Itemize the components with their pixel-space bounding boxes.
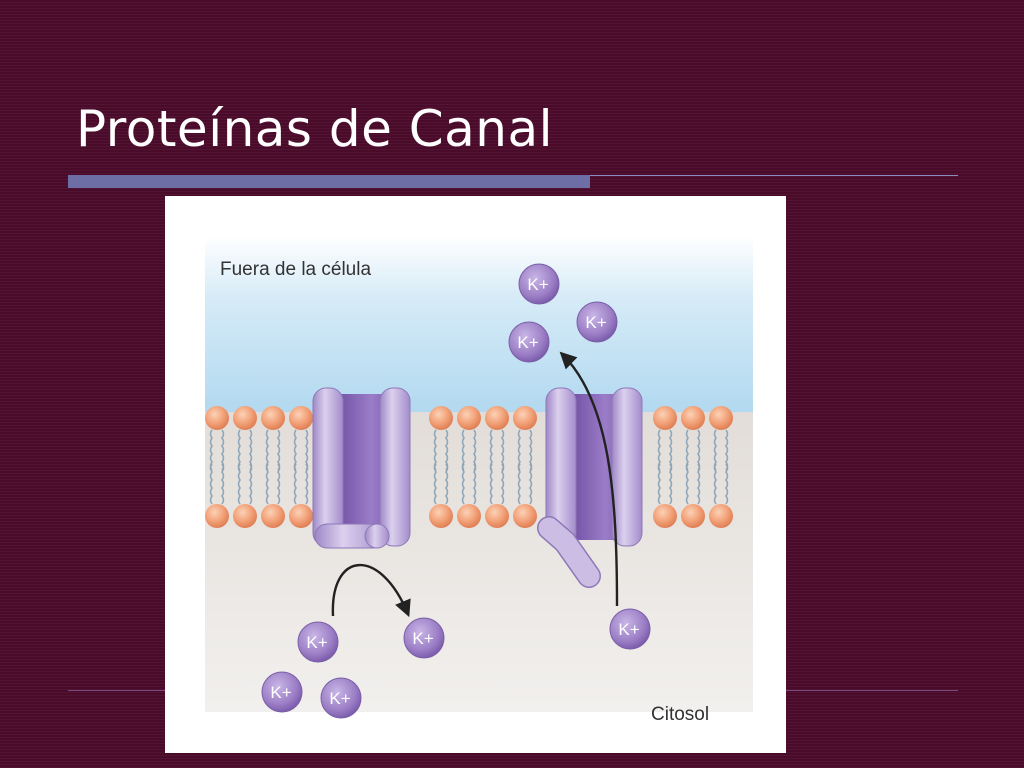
phospholipid-head: [485, 504, 509, 528]
lipid-tail: [433, 429, 437, 471]
ion-label: K+: [270, 683, 291, 702]
lipid-tails: [209, 429, 729, 505]
membrane-diagram: K+ K+ K+ K+ K+ K+ K+ K+ Fuera de la célula Cito…: [205, 236, 753, 725]
lipid-tail: [237, 463, 241, 505]
phospholipid-head: [485, 406, 509, 430]
potassium-ion: K+: [609, 608, 651, 650]
lipid-tail: [305, 463, 309, 505]
lipid-tail: [657, 463, 661, 505]
lipid-tail: [293, 463, 297, 505]
open-gate: [538, 517, 600, 587]
title-accent-bar: [68, 175, 590, 188]
cytosol-label: Citosol: [651, 704, 709, 725]
lipid-tail: [209, 463, 213, 505]
outside-label: Fuera de la célula: [220, 259, 371, 280]
ion-label: K+: [585, 313, 606, 332]
ion-label: K+: [329, 689, 350, 708]
slide-title: Proteínas de Canal: [76, 100, 554, 158]
lipid-tail: [249, 463, 253, 505]
phospholipid-head: [653, 504, 677, 528]
lipid-tail: [489, 463, 493, 505]
extracellular-region: [205, 236, 753, 412]
phospholipid-head: [233, 504, 257, 528]
potassium-ion: K+: [261, 671, 303, 713]
lipid-tail: [697, 429, 701, 471]
open-channel: [537, 387, 643, 588]
phospholipid-heads: [205, 406, 733, 528]
lipid-tail: [725, 429, 729, 471]
title-underline: [590, 175, 958, 176]
phospholipid-head: [513, 504, 537, 528]
lipid-tail: [293, 429, 297, 471]
phospholipid-head: [513, 406, 537, 430]
ion-passage-arrow: [559, 351, 619, 607]
closed-channel: [312, 387, 411, 549]
lipid-tail: [517, 429, 521, 471]
phospholipid-head: [681, 406, 705, 430]
potassium-ions: K+ K+ K+ K+ K+ K+ K+ K+: [261, 263, 651, 719]
lipid-tail: [433, 463, 437, 505]
phospholipid-head: [205, 406, 229, 430]
phospholipid-head: [261, 504, 285, 528]
lipid-tail: [517, 463, 521, 505]
lipid-tail: [529, 463, 533, 505]
phospholipid-head: [457, 406, 481, 430]
lipid-tail: [725, 463, 729, 505]
lipid-tail: [669, 429, 673, 471]
lipid-tail: [305, 429, 309, 471]
phospholipid-head: [261, 406, 285, 430]
phospholipid-head: [233, 406, 257, 430]
lipid-tail: [501, 429, 505, 471]
lipid-tail: [489, 429, 493, 471]
lipid-tail: [461, 463, 465, 505]
lipid-tail: [657, 429, 661, 471]
lipid-tail: [473, 463, 477, 505]
lipid-tail: [473, 429, 477, 471]
potassium-ion: K+: [518, 263, 560, 305]
lipid-tail: [209, 429, 213, 471]
lipid-tail: [249, 429, 253, 471]
lipid-tail: [277, 429, 281, 471]
lipid-tail: [265, 429, 269, 471]
lipid-tail: [669, 463, 673, 505]
potassium-ion: K+: [403, 617, 445, 659]
phospholipid-head: [289, 406, 313, 430]
ion-label: K+: [412, 629, 433, 648]
lipid-tail: [685, 429, 689, 471]
channel-protein-figure: K+ K+ K+ K+ K+ K+ K+ K+ Fuera de la célula Cito…: [165, 196, 786, 753]
lipid-tail: [697, 463, 701, 505]
potassium-ion: K+: [576, 301, 618, 343]
phospholipid-head: [289, 504, 313, 528]
lipid-tail: [265, 463, 269, 505]
phospholipid-head: [205, 504, 229, 528]
phospholipid-head: [709, 406, 733, 430]
phospholipid-head: [709, 504, 733, 528]
lipid-tail: [461, 429, 465, 471]
lipid-tail: [221, 463, 225, 505]
lipid-tail: [713, 429, 717, 471]
potassium-ion: K+: [508, 321, 550, 363]
ion-label: K+: [306, 633, 327, 652]
phospholipid-head: [681, 504, 705, 528]
phospholipid-head: [457, 504, 481, 528]
lipid-tail: [445, 463, 449, 505]
phospholipid-head: [429, 504, 453, 528]
ion-label: K+: [517, 333, 538, 352]
blocked-ion-arrow: [331, 563, 411, 618]
lipid-tail: [501, 463, 505, 505]
lipid-tail: [237, 429, 241, 471]
lipid-tail: [445, 429, 449, 471]
lipid-tail: [529, 429, 533, 471]
phospholipid-head: [429, 406, 453, 430]
lipid-tail: [713, 463, 717, 505]
potassium-ion: K+: [320, 677, 362, 719]
ion-label: K+: [527, 275, 548, 294]
lipid-tail: [277, 463, 281, 505]
phospholipid-head: [653, 406, 677, 430]
ion-label: K+: [618, 620, 639, 639]
lipid-tail: [685, 463, 689, 505]
lipid-tail: [221, 429, 225, 471]
potassium-ion: K+: [297, 621, 339, 663]
